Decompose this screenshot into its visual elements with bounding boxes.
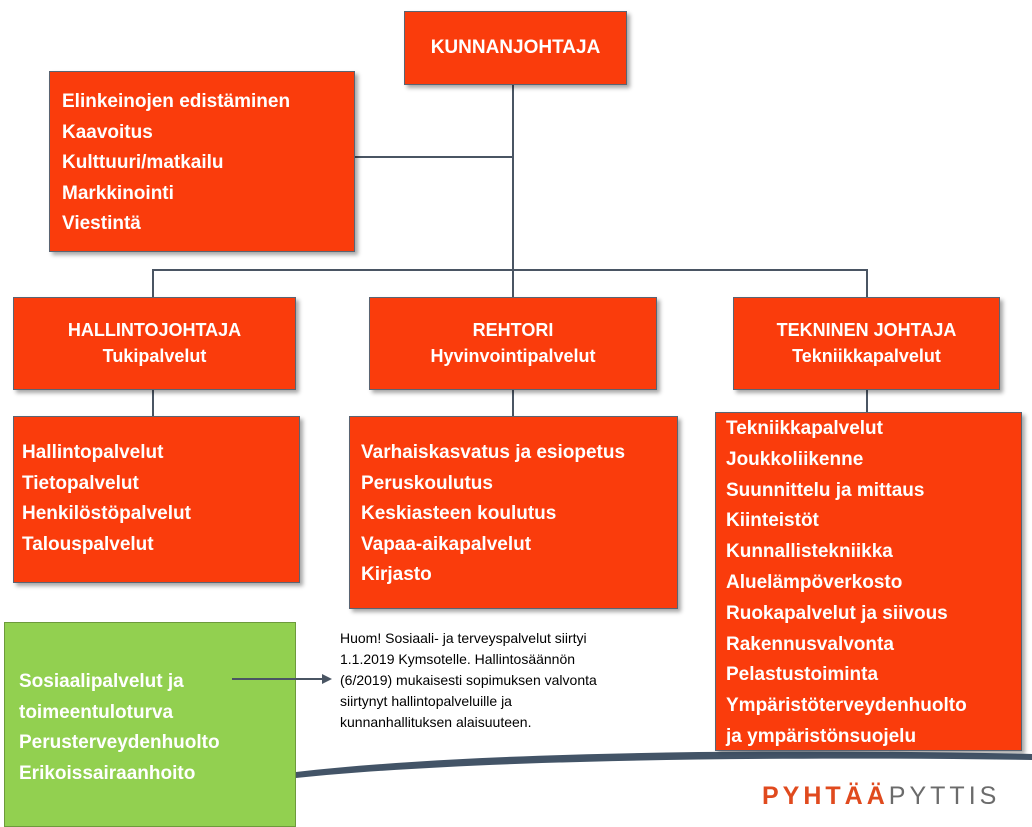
staff-item: Markkinointi: [62, 182, 174, 204]
division-head-tekninen: TEKNINEN JOHTAJA Tekniikkapalvelut: [733, 297, 1000, 390]
service-item: Vapaa-aikapalvelut: [361, 533, 532, 555]
connector-mid-down: [512, 269, 514, 297]
note-line: (6/2019) mukaisesti sopimuksen valvonta: [340, 672, 597, 688]
service-item: Tekniikkapalvelut: [726, 418, 883, 439]
division-title: REHTORI: [472, 320, 554, 340]
connector-trunk: [512, 85, 514, 270]
service-item: Aluelämpöverkosto: [726, 571, 903, 593]
division-head-rehtori: REHTORI Hyvinvointipalvelut: [369, 297, 657, 390]
service-item: ja ympäristönsuojelu: [726, 725, 917, 747]
service-item: Suunnittelu ja mittaus: [726, 479, 925, 501]
staff-item: Viestintä: [62, 213, 141, 234]
connector-right-down: [866, 269, 868, 297]
staff-item: Kaavoitus: [62, 121, 153, 143]
social-services-box: Sosiaalipalvelut ja toimeentuloturva Per…: [4, 622, 296, 827]
connector-left-sub: [152, 390, 154, 416]
staff-item: Elinkeinojen edistäminen: [62, 91, 291, 112]
social-item: toimeentuloturva: [19, 701, 174, 723]
connector-left-down: [152, 269, 154, 297]
social-item: Erikoissairaanhoito: [19, 762, 196, 784]
service-item: Pelastustoiminta: [726, 664, 879, 686]
pyhtaa-logo: PYHTÄÄPYTTIS: [762, 782, 1000, 811]
note-line: siirtynyt hallintopalveluille ja: [340, 693, 512, 709]
social-item: Perusterveydenhuolto: [19, 732, 220, 753]
connector-horizontal: [152, 269, 868, 271]
service-item: Varhaiskasvatus ja esiopetus: [361, 442, 626, 463]
services-list-rehtori: Varhaiskasvatus ja esiopetus Peruskoulut…: [349, 416, 678, 609]
division-title: HALLINTOJOHTAJA: [67, 320, 242, 340]
service-item: Joukkoliikenne: [726, 448, 864, 470]
service-item: Ruokapalvelut ja siivous: [726, 602, 948, 624]
note-text: Huom! Sosiaali- ja terveyspalvelut siirt…: [340, 628, 680, 733]
service-item: Talouspalvelut: [22, 533, 154, 555]
service-item: Henkilöstöpalvelut: [22, 503, 191, 524]
staff-item: Kulttuuri/matkailu: [62, 152, 224, 173]
note-line: 1.1.2019 Kymsotelle. Hallintosäännön: [340, 651, 576, 667]
logo-part-pyttis: PYTTIS: [888, 782, 1001, 810]
note-line: kunnanhallituksen alaisuuteen.: [340, 714, 532, 730]
logo-part-pyhtaa: PYHTÄÄ: [762, 782, 889, 810]
connector-staff: [355, 156, 514, 158]
social-item: Sosiaalipalvelut ja: [19, 671, 184, 692]
staff-functions-box: Elinkeinojen edistäminen Kaavoitus Kultt…: [49, 71, 355, 252]
service-item: Rakennusvalvonta: [726, 633, 894, 655]
division-head-hallinto: HALLINTOJOHTAJA Tukipalvelut: [13, 297, 296, 390]
division-subtitle: Tekniikkapalvelut: [792, 346, 941, 366]
service-item: Peruskoulutus: [361, 472, 493, 494]
note-line: Huom! Sosiaali- ja terveyspalvelut siirt…: [340, 630, 587, 646]
services-list-tekninen: Tekniikkapalvelut Joukkoliikenne Suunnit…: [715, 412, 1022, 751]
service-item: Kiinteistöt: [726, 510, 819, 532]
kunnanjohtaja-title: KUNNANJOHTAJA: [430, 37, 601, 58]
service-item: Kirjasto: [361, 564, 432, 585]
service-item: Tietopalvelut: [22, 472, 139, 494]
service-item: Ympäristöterveydenhuolto: [726, 695, 967, 717]
connector-right-sub: [866, 390, 868, 412]
services-list-hallinto: Hallintopalvelut Tietopalvelut Henkilöst…: [13, 416, 300, 583]
service-item: Kunnallistekniikka: [726, 541, 893, 563]
kunnanjohtaja-box: KUNNANJOHTAJA: [404, 11, 627, 85]
division-subtitle: Hyvinvointipalvelut: [430, 346, 596, 366]
service-item: Hallintopalvelut: [22, 442, 164, 463]
division-subtitle: Tukipalvelut: [102, 346, 207, 366]
connector-mid-sub: [512, 390, 514, 416]
service-item: Keskiasteen koulutus: [361, 503, 557, 524]
division-title: TEKNINEN JOHTAJA: [776, 320, 957, 340]
